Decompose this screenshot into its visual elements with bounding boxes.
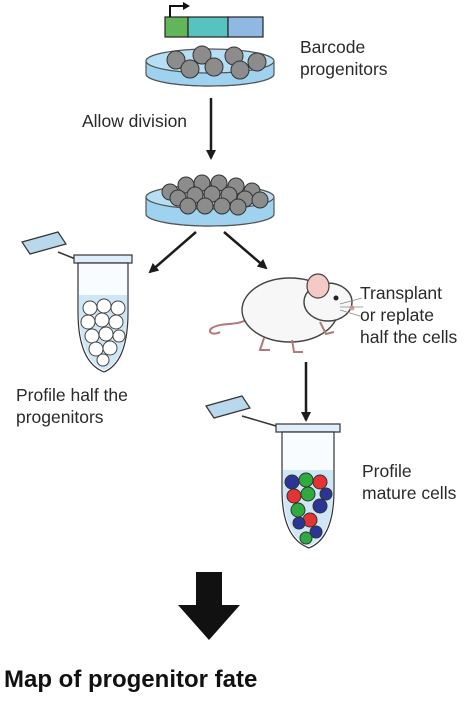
- map-of-progenitor-fate-title: Map of progenitor fate: [4, 666, 258, 693]
- test-tube-icon: [21, 231, 133, 373]
- transplant-label-line-2: or replate: [360, 305, 434, 325]
- petri-dish-icon: [145, 45, 275, 87]
- profile-mature-line-1: Profile: [362, 461, 412, 481]
- petri-dish-icon: [145, 174, 275, 227]
- profile-mature-line-2: mature cells: [362, 483, 457, 503]
- barcode-label-line-2: progenitors: [300, 59, 388, 79]
- profile-mature-label: Profile mature cells: [362, 460, 456, 504]
- barcode-label: Barcode progenitors: [300, 36, 388, 80]
- test-tube-icon: [205, 395, 341, 549]
- big-arrow-down-icon: [178, 572, 240, 640]
- arrow-left-down-icon: [148, 231, 197, 274]
- profile-progenitors-line-2: progenitors: [16, 407, 104, 427]
- arrow-right-down-icon: [223, 231, 268, 270]
- mouse-icon: [208, 273, 363, 353]
- barcode-label-line-1: Barcode: [300, 37, 366, 57]
- profile-progenitors-label: Profile half the progenitors: [16, 384, 128, 428]
- barcode-icon: [164, 2, 264, 38]
- transplant-label: Transplant or replate half the cells: [360, 282, 457, 348]
- profile-progenitors-line-1: Profile half the: [16, 385, 128, 405]
- transplant-label-line-3: half the cells: [360, 327, 458, 347]
- transplant-label-line-1: Transplant: [360, 283, 443, 303]
- allow-division-label: Allow division: [82, 111, 188, 131]
